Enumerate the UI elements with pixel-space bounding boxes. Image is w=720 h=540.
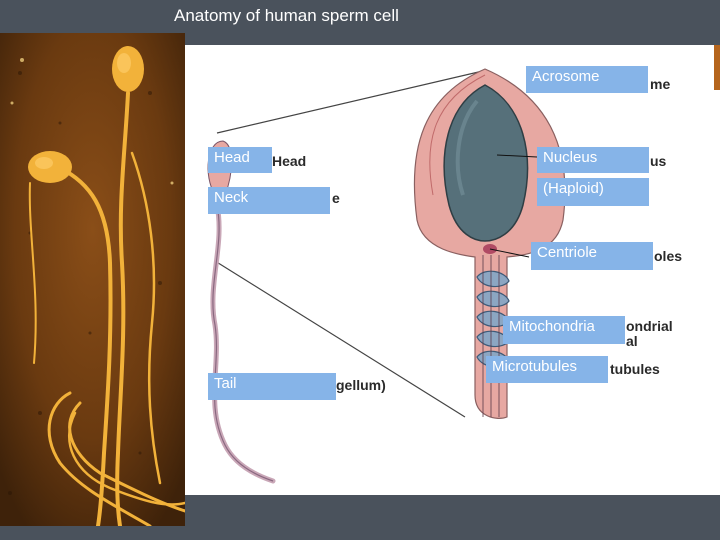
sperm-micrograph	[0, 33, 185, 526]
label-nucleus: Nucleus	[537, 147, 649, 173]
label-microtubules: Microtubules	[486, 356, 608, 383]
fragment-neck: e	[332, 190, 340, 206]
label-neck: Neck	[208, 187, 330, 214]
edge-strip	[714, 45, 720, 90]
slide-title: Anatomy of human sperm cell	[174, 6, 399, 25]
fragment-centriole: oles	[654, 248, 683, 264]
fragment-microtubules: tubules	[610, 361, 660, 377]
label-haploid: (Haploid)	[537, 178, 649, 206]
label-head: Head	[208, 147, 272, 173]
label-acrosome: Acrosome	[526, 66, 648, 93]
fragment-mito-1: ondrial	[626, 318, 673, 334]
fragment-flagellum: gellum)	[336, 377, 386, 393]
fragment-head: Head	[272, 153, 307, 169]
label-centriole: Centriole	[531, 242, 653, 270]
fragment-acrosome: me	[650, 76, 671, 92]
fragment-mito-2: al	[626, 333, 638, 349]
label-tail: Tail	[208, 373, 336, 400]
fragment-nucleus: us	[650, 153, 667, 169]
label-mitochondria: Mitochondria	[503, 316, 625, 344]
sperm-anatomy-diagram	[207, 68, 566, 484]
